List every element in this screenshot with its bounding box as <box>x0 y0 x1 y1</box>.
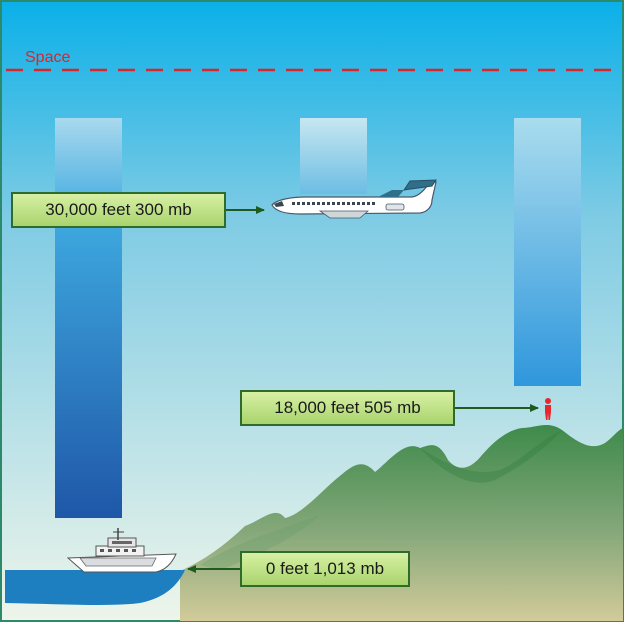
aircraft-air-column <box>300 118 367 194</box>
airplane-icon <box>271 179 437 219</box>
foothills-shade <box>200 515 320 570</box>
sea-level-pressure-label: 0 feet 1,013 mb <box>240 551 410 587</box>
space-label: Space <box>25 49 70 66</box>
sea-water <box>5 570 185 606</box>
mountain-ridge-shade <box>420 430 562 483</box>
aircraft-pressure-label: 30,000 feet 300 mb <box>11 192 226 228</box>
mountain-air-column <box>514 118 581 386</box>
ship-icon <box>66 528 177 573</box>
mountain-pressure-label: 18,000 feet 505 mb <box>240 390 455 426</box>
sea-level-air-column <box>55 118 122 518</box>
person-icon <box>545 398 551 420</box>
